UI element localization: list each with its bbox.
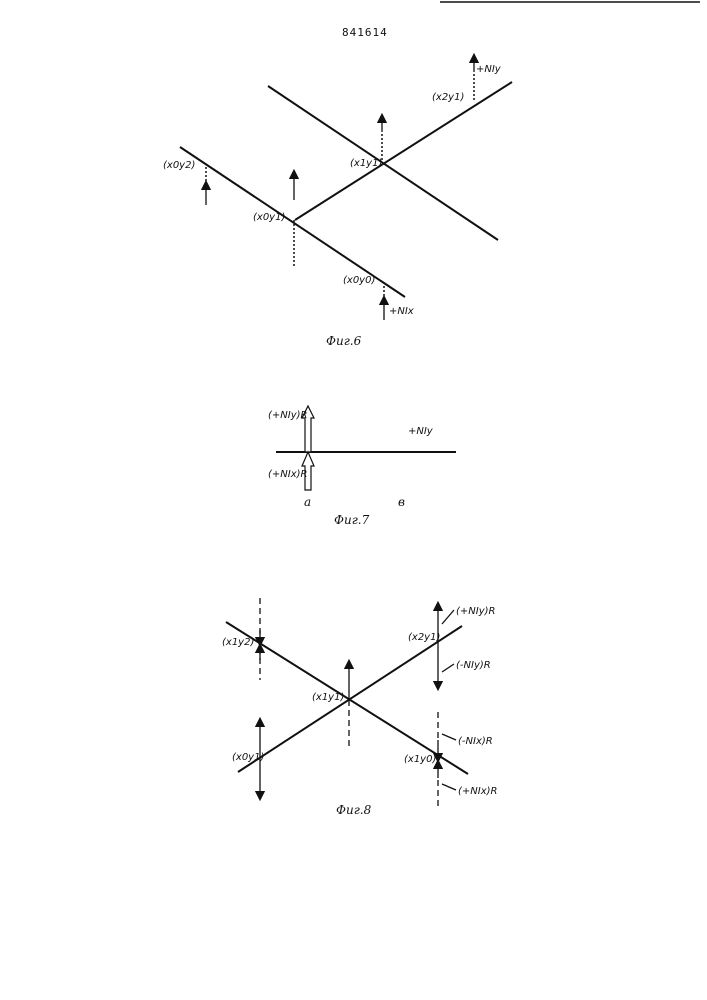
fig7-caption: Фиг.7 [334, 513, 370, 527]
fig8-label-x1y2: (x1y2) [222, 637, 254, 648]
figure-7: (+NIy)R (+NIx)R +NIy а в Фиг.7 [268, 406, 456, 527]
fig8-caption: Фиг.8 [336, 803, 372, 817]
fig7-label-plus-nix-r: (+NIx)R [268, 469, 307, 480]
fig6-line-ascending [295, 82, 512, 220]
fig8-label-plus-nix-r: (+NIx)R [458, 786, 497, 797]
fig8-label-x0y1: (x0y1) [232, 752, 264, 763]
fig6-label-x0y0: (x0y0) [343, 275, 375, 286]
fig8-label-plus-niy-r: (+NIy)R [456, 606, 495, 617]
fig8-leader-minus-niy-r [442, 664, 454, 672]
fig7-label-plus-niy: +NIy [408, 426, 434, 437]
fig6-label-x1y1: (x1y1) [350, 158, 382, 169]
fig8-leader-plus-nix-r [442, 784, 456, 790]
fig6-label-x0y1: (x0y1) [253, 212, 285, 223]
fig8-label-minus-nix-r: (-NIx)R [458, 736, 493, 747]
fig8-label-x1y1: (x1y1) [312, 692, 344, 703]
fig7-label-plus-niy-r: (+NIy)R [268, 410, 307, 421]
fig8-label-x2y1: (x2y1) [408, 632, 440, 643]
fig6-label-x2y1: (x2y1) [432, 92, 464, 103]
fig7-label-a: а [304, 495, 311, 509]
fig6-label-x0y2: (x0y2) [163, 160, 195, 171]
fig8-label-minus-niy-r: (-NIy)R [456, 660, 491, 671]
fig8-leader-plus-niy-r [442, 610, 454, 624]
fig6-label-plus-niy: +NIy [476, 64, 502, 75]
figure-6: +NIy (x2y1) (x1y1) (x0y2) (x0y1) (x0y0) … [163, 58, 512, 348]
fig6-caption: Фиг.6 [326, 334, 362, 348]
fig8-leader-minus-nix-r [442, 734, 456, 740]
fig7-label-b: в [398, 495, 405, 509]
page-number: 841614 [342, 26, 388, 39]
figure-8: (x1y2) (x2y1) (x1y1) (x0y1) (x1y0) (+NIy… [222, 598, 497, 817]
fig6-label-plus-nix: +NIx [389, 306, 414, 317]
fig8-label-x1y0: (x1y0) [404, 754, 436, 765]
